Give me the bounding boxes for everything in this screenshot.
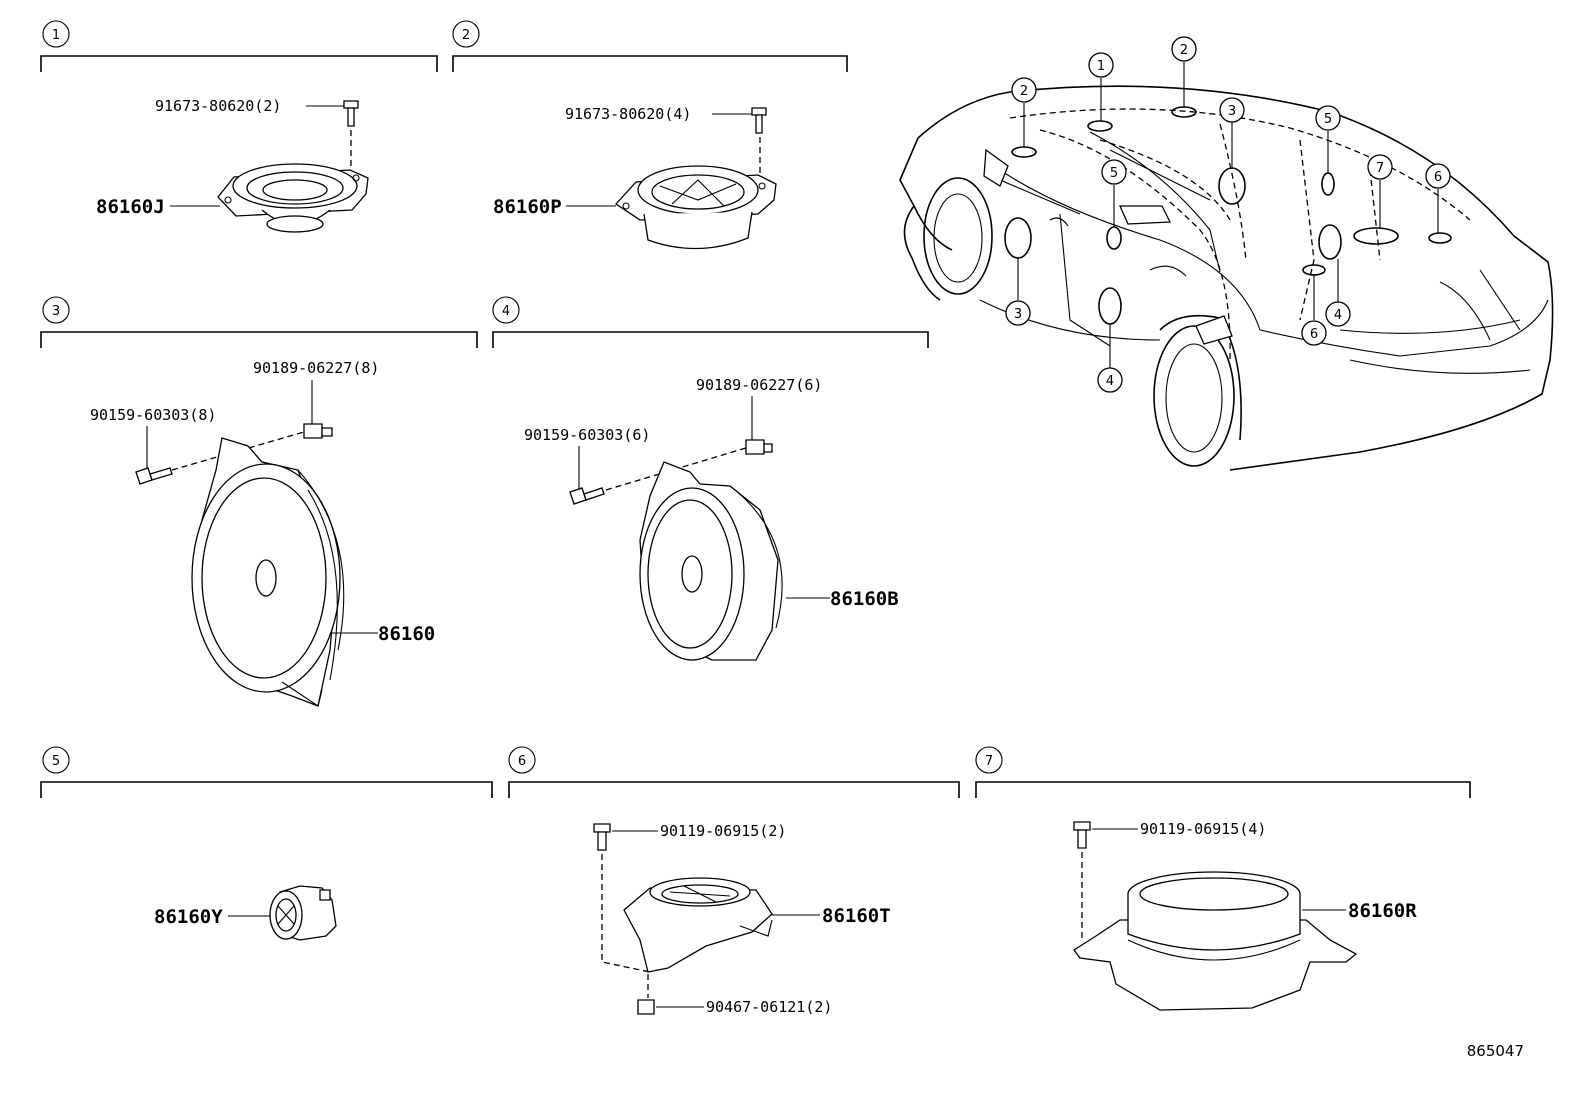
svg-text:4: 4 bbox=[1334, 308, 1342, 323]
vehicle-overview-icon bbox=[899, 62, 1554, 471]
section-3: 3 90189-06227(8) 90159-60303(8) 86160 bbox=[40, 296, 478, 707]
main-part-label: 86160J bbox=[96, 196, 165, 218]
svg-text:3: 3 bbox=[1014, 307, 1022, 322]
screw-icon bbox=[569, 487, 605, 505]
screw-icon bbox=[1073, 821, 1091, 849]
section-6-number: 6 bbox=[518, 754, 526, 769]
section-2-number: 2 bbox=[462, 28, 470, 43]
callout-marker: 5 bbox=[1101, 159, 1127, 185]
small-speaker-icon bbox=[269, 885, 337, 941]
tweeter-bracket-speaker-icon bbox=[623, 877, 773, 973]
screw-icon bbox=[135, 467, 173, 485]
vehicle-callouts: 1 2 2 3 3 4 4 5 5 6 6 7 bbox=[1005, 36, 1451, 393]
section-5-number: 5 bbox=[52, 754, 60, 769]
section-1-marker bbox=[42, 20, 70, 48]
section-7-bracket bbox=[975, 781, 1471, 798]
screw-icon bbox=[751, 107, 767, 134]
section-1-number: 1 bbox=[52, 28, 60, 43]
section-3-number: 3 bbox=[52, 304, 60, 319]
part-number-label: 90119-06915(2) bbox=[660, 822, 786, 840]
section-5-marker bbox=[42, 746, 70, 774]
screw-icon bbox=[343, 100, 359, 127]
tweeter-speaker-icon bbox=[217, 163, 369, 233]
section-7: 7 90119-06915(4) 86160R bbox=[975, 746, 1471, 1011]
callout-marker: 4 bbox=[1097, 367, 1123, 393]
main-part-label: 86160 bbox=[378, 623, 435, 645]
section-1: 1 91673-80620(2) 86160J bbox=[40, 20, 438, 233]
section-3-bracket bbox=[40, 331, 478, 348]
part-number-label: 90189-06227(8) bbox=[253, 359, 379, 377]
part-number-label: 90159-60303(6) bbox=[524, 426, 650, 444]
callout-marker: 7 bbox=[1367, 154, 1393, 180]
section-2: 2 91673-80620(4) 86160P bbox=[452, 20, 848, 250]
section-4: 4 90189-06227(6) 90159-60303(6) 86160B bbox=[492, 296, 929, 661]
part-number-label: 90159-60303(8) bbox=[90, 406, 216, 424]
svg-text:2: 2 bbox=[1020, 84, 1028, 99]
callout-marker: 3 bbox=[1219, 97, 1245, 123]
section-4-bracket bbox=[492, 331, 929, 348]
callout-marker: 4 bbox=[1325, 301, 1351, 327]
clip-nut-icon bbox=[745, 439, 773, 455]
callout-marker: 6 bbox=[1425, 163, 1451, 189]
svg-text:5: 5 bbox=[1324, 112, 1332, 127]
screw-icon bbox=[593, 823, 611, 851]
part-number-label: 90119-06915(4) bbox=[1140, 820, 1266, 838]
svg-text:4: 4 bbox=[1106, 374, 1114, 389]
main-part-label: 86160R bbox=[1348, 900, 1417, 922]
main-part-label: 86160P bbox=[493, 196, 562, 218]
section-1-bracket bbox=[40, 55, 438, 72]
main-part-label: 86160Y bbox=[154, 906, 223, 928]
section-6: 6 90119-06915(2) 86160T 90467-06121(2) bbox=[508, 746, 960, 1016]
section-7-marker bbox=[975, 746, 1003, 774]
section-6-bracket bbox=[508, 781, 960, 798]
svg-text:7: 7 bbox=[1376, 161, 1384, 176]
callout-marker: 1 bbox=[1088, 52, 1114, 78]
callout-marker: 5 bbox=[1315, 105, 1341, 131]
section-2-bracket bbox=[452, 55, 848, 72]
section-4-marker bbox=[492, 296, 520, 324]
svg-text:3: 3 bbox=[1228, 104, 1236, 119]
part-number-label: 90189-06227(6) bbox=[696, 376, 822, 394]
section-2-marker bbox=[452, 20, 480, 48]
callout-marker: 6 bbox=[1301, 320, 1327, 346]
svg-text:2: 2 bbox=[1180, 43, 1188, 58]
door-speaker-icon bbox=[639, 461, 783, 661]
door-speaker-icon bbox=[191, 437, 345, 707]
svg-text:6: 6 bbox=[1310, 327, 1318, 342]
main-part-label: 86160T bbox=[822, 905, 891, 927]
svg-text:1: 1 bbox=[1097, 59, 1105, 74]
callout-marker: 2 bbox=[1171, 36, 1197, 62]
section-7-number: 7 bbox=[985, 754, 993, 769]
callout-marker: 3 bbox=[1005, 300, 1031, 326]
callout-marker: 2 bbox=[1011, 77, 1037, 103]
part-number-label: 91673-80620(2) bbox=[155, 97, 281, 115]
reference-number: 865047 bbox=[1467, 1042, 1524, 1060]
part-number-label: 90467-06121(2) bbox=[706, 998, 832, 1016]
svg-text:5: 5 bbox=[1110, 166, 1118, 181]
clip-nut-icon bbox=[303, 423, 333, 439]
section-5: 5 86160Y bbox=[40, 746, 493, 941]
svg-text:6: 6 bbox=[1434, 170, 1442, 185]
section-6-marker bbox=[508, 746, 536, 774]
section-4-number: 4 bbox=[502, 304, 510, 319]
nut-icon bbox=[637, 999, 655, 1015]
section-5-bracket bbox=[40, 781, 493, 798]
tweeter-speaker-icon bbox=[615, 165, 777, 250]
section-3-marker bbox=[42, 296, 70, 324]
main-part-label: 86160B bbox=[830, 588, 899, 610]
subwoofer-speaker-icon bbox=[1073, 871, 1358, 1011]
part-number-label: 91673-80620(4) bbox=[565, 105, 691, 123]
